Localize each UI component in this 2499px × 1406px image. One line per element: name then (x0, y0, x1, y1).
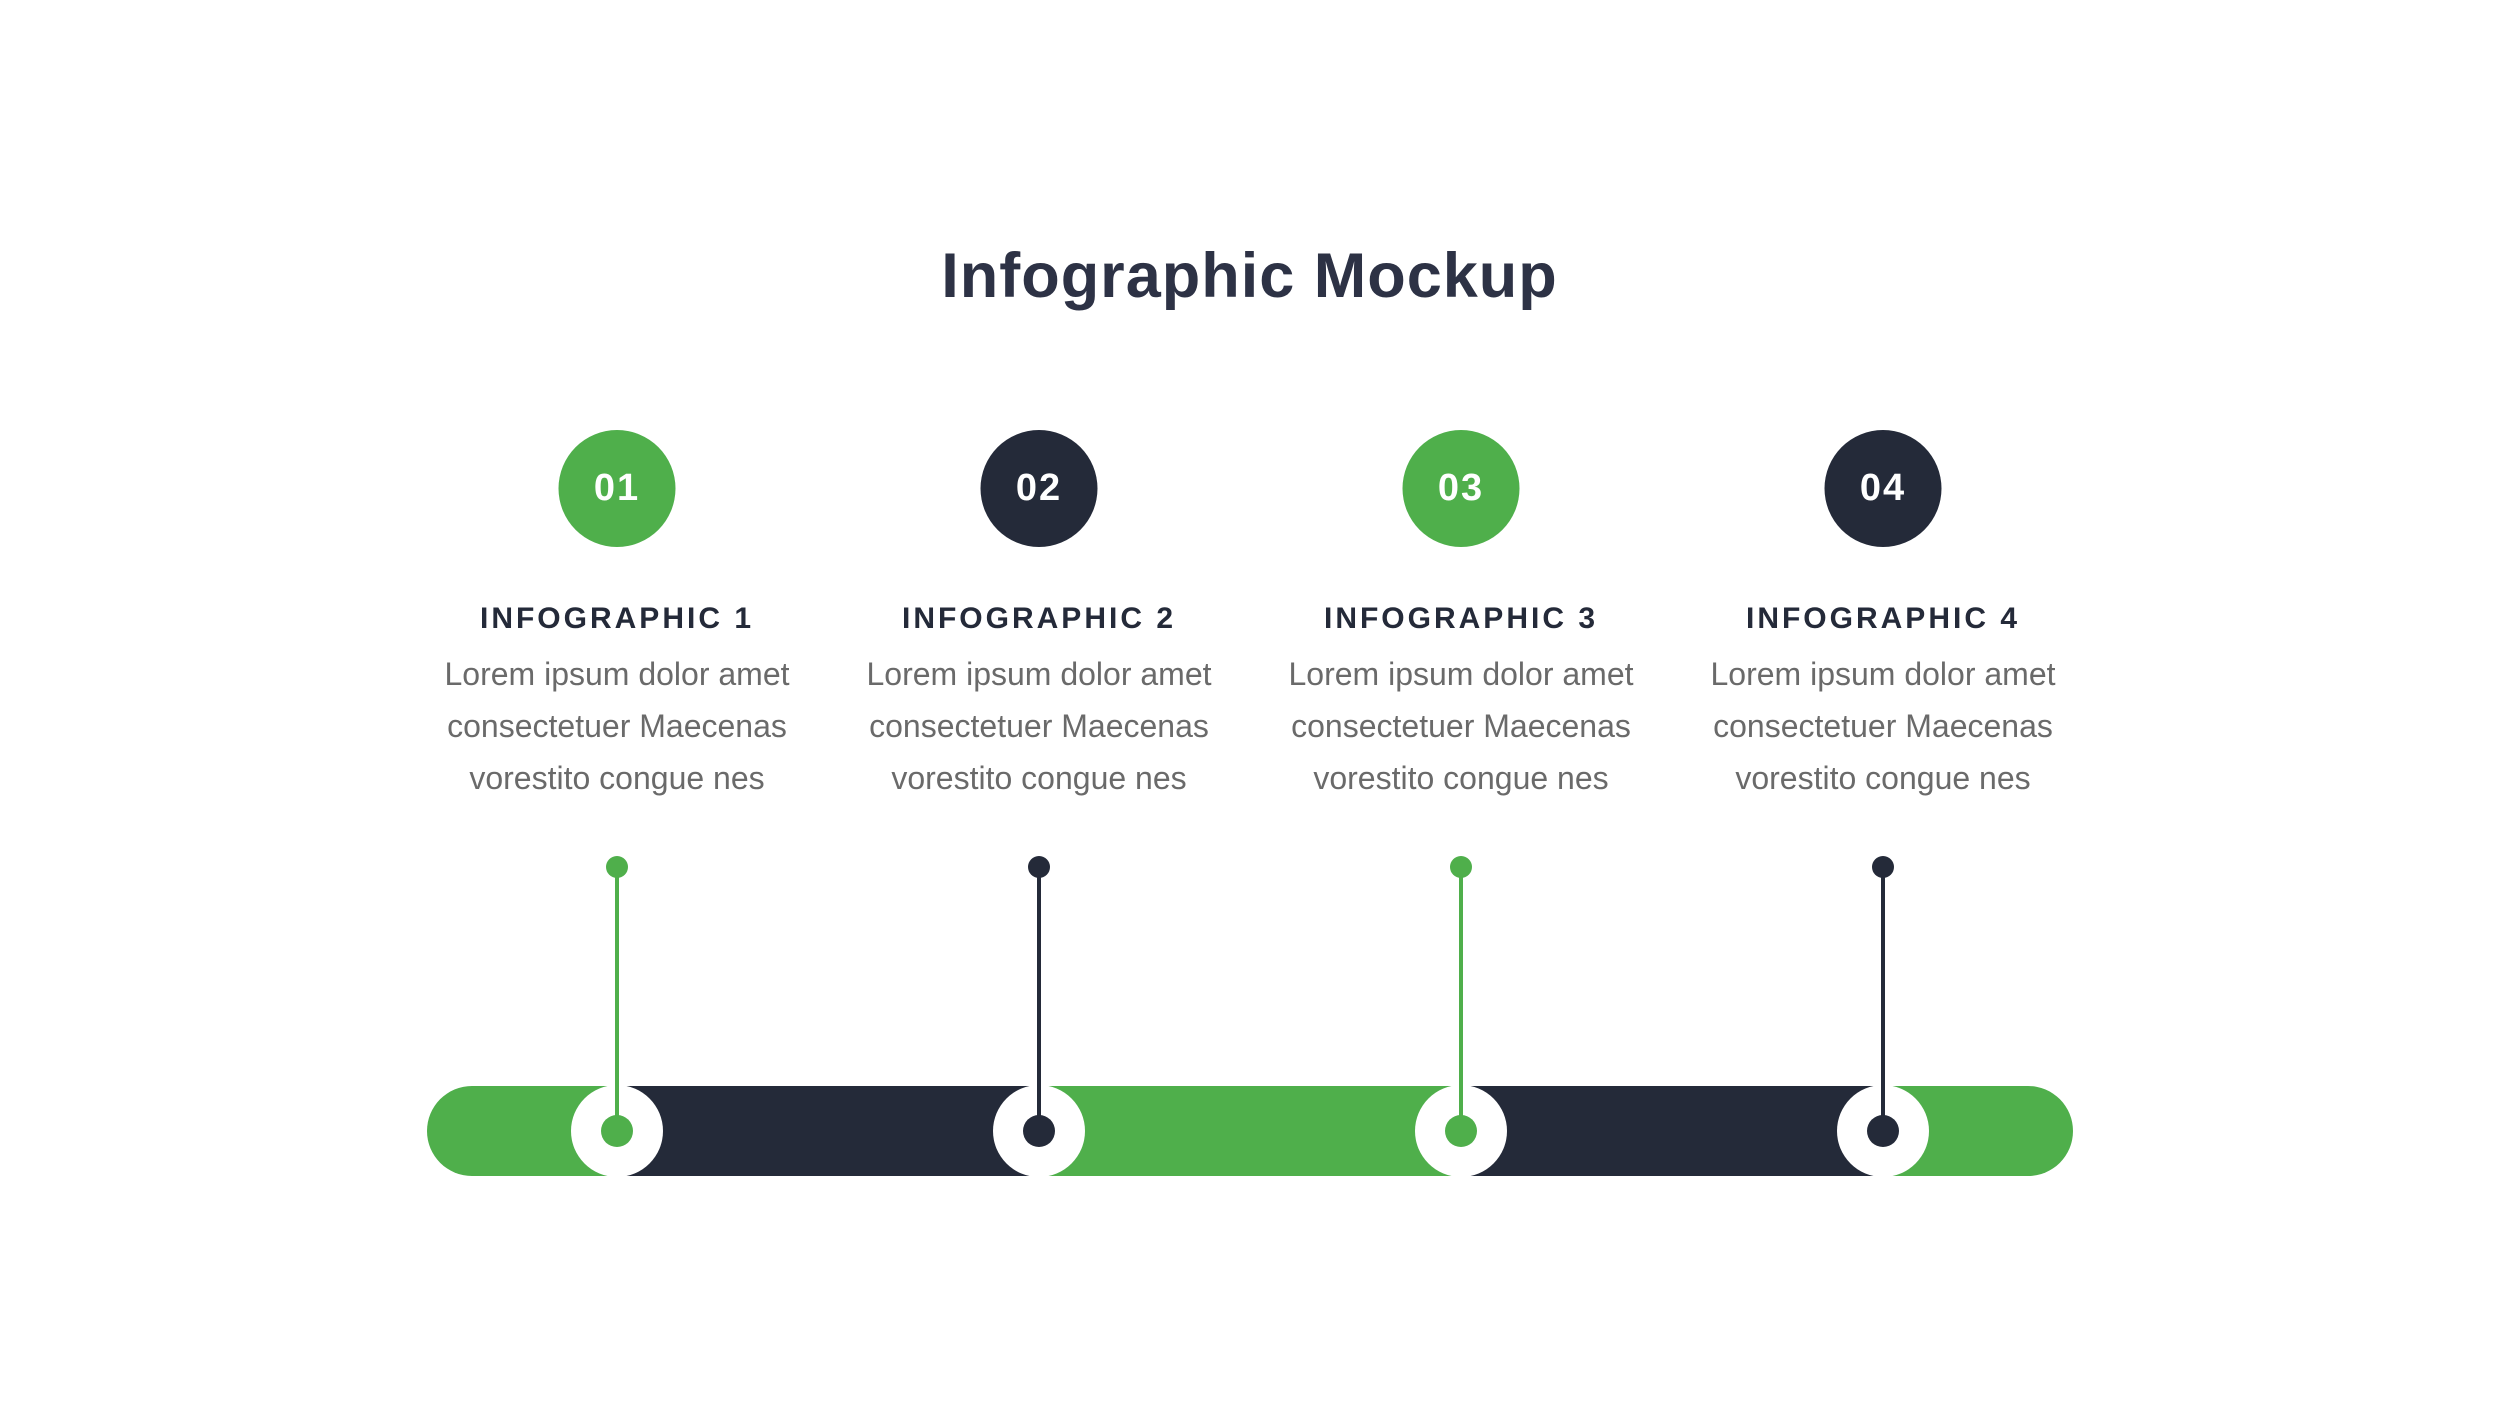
timeline-bar (427, 1086, 2073, 1176)
timeline-segment-dark-2 (1461, 1086, 1883, 1176)
step-1-connector-dot-icon (606, 856, 628, 878)
step-1-number: 01 (593, 467, 641, 509)
step-3-number-badge: 03 (1402, 430, 1520, 547)
infographic-step-2: 02 INFOGRAPHIC 2 Lorem ipsum dolor amet … (828, 0, 1250, 1406)
step-4-description: Lorem ipsum dolor amet consectetuer Maec… (1710, 656, 2056, 796)
step-4-heading: INFOGRAPHIC 4 (1745, 602, 2021, 635)
timeline-node-3-dot-icon (1445, 1115, 1477, 1147)
step-4-number: 04 (1859, 467, 1907, 509)
step-1-connector-line (615, 867, 619, 1130)
step-3-heading: INFOGRAPHIC 3 (1323, 602, 1599, 635)
step-2-number: 02 (1015, 467, 1063, 509)
step-3-number: 03 (1437, 467, 1485, 509)
step-4-connector-line (1881, 867, 1885, 1130)
timeline-node-1-dot-icon (601, 1115, 633, 1147)
step-3-description: Lorem ipsum dolor amet consectetuer Maec… (1288, 656, 1634, 796)
timeline-segment-dark-1 (617, 1086, 1039, 1176)
timeline-node-2-dot-icon (1023, 1115, 1055, 1147)
infographic-step-3: 03 INFOGRAPHIC 3 Lorem ipsum dolor amet … (1250, 0, 1672, 1406)
step-2-connector-dot-icon (1028, 856, 1050, 878)
page-title: Infographic Mockup (941, 241, 1558, 311)
infographic-step-4: 04 INFOGRAPHIC 4 Lorem ipsum dolor amet … (1672, 0, 2094, 1406)
step-2-number-badge: 02 (980, 430, 1098, 547)
infographic-step-1: 01 INFOGRAPHIC 1 Lorem ipsum dolor amet … (406, 0, 828, 1406)
step-1-description: Lorem ipsum dolor amet consectetuer Maec… (444, 656, 790, 796)
step-3-connector-dot-icon (1450, 856, 1472, 878)
step-2-description: Lorem ipsum dolor amet consectetuer Maec… (866, 656, 1212, 796)
step-4-connector-dot-icon (1872, 856, 1894, 878)
step-1-heading: INFOGRAPHIC 1 (479, 602, 755, 635)
step-3-connector-line (1459, 867, 1463, 1130)
step-4-number-badge: 04 (1824, 430, 1942, 547)
timeline-node-4-dot-icon (1867, 1115, 1899, 1147)
step-2-connector-line (1037, 867, 1041, 1130)
step-2-heading: INFOGRAPHIC 2 (901, 602, 1177, 635)
step-1-number-badge: 01 (558, 430, 676, 547)
